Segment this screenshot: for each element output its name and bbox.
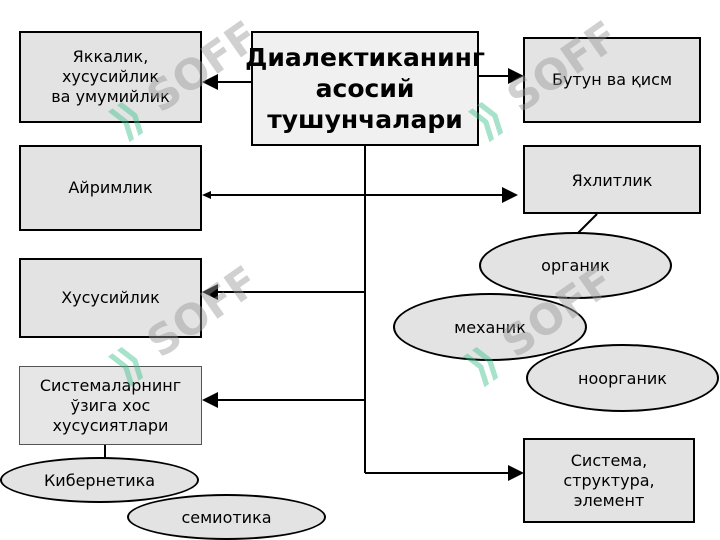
ellipse-organik: органик [479,232,672,299]
box-yakkalik-label: Яккалик, хусусийлик ва умумийлик [51,47,170,106]
box-butun: Бутун ва қисм [523,37,701,123]
box-yakkalik: Яккалик, хусусийлик ва умумийлик [19,31,202,123]
ellipse-kibernetika-label: Кибернетика [43,470,156,490]
box-sistema: Система, структура, элемент [523,438,695,523]
box-aйrimlik-label: Айримлик [68,178,153,197]
box-aйrimlik: Айримлик [19,145,202,231]
ellipse-semiotika-label: семиотика [181,507,272,527]
box-sistema-label: Система, структура, элемент [563,450,655,510]
box-xususiylik: Хусусийлик [19,258,202,338]
title-text: Диалектиканинг асосий тушунчалари [245,43,485,134]
ellipse-noorganik-label: ноорганик [578,368,667,388]
ellipse-mexanik-label: механик [454,317,526,337]
link-yaxlitlik-organik [577,213,598,234]
box-xususiylik-label: Хусусийлик [61,288,160,307]
ellipse-organik-label: органик [541,256,610,275]
ellipse-kibernetika: Кибернетика [0,457,199,503]
ellipse-mexanik: механик [393,293,587,361]
box-sistemalar-label: Системаларнинг ўзига хос хусусиятлари [39,375,182,435]
ellipse-semiotika: семиотика [127,494,326,540]
box-yaxlitlik: Яхлитлик [523,145,701,214]
box-yaxlitlik-label: Яхлитлик [571,171,653,190]
box-sistemalar: Системаларнинг ўзига хос хусусиятлари [19,366,202,445]
title-box: Диалектиканинг асосий тушунчалари [245,31,485,146]
box-butun-label: Бутун ва қисм [551,70,673,89]
ellipse-noorganik: ноорганик [526,344,719,412]
